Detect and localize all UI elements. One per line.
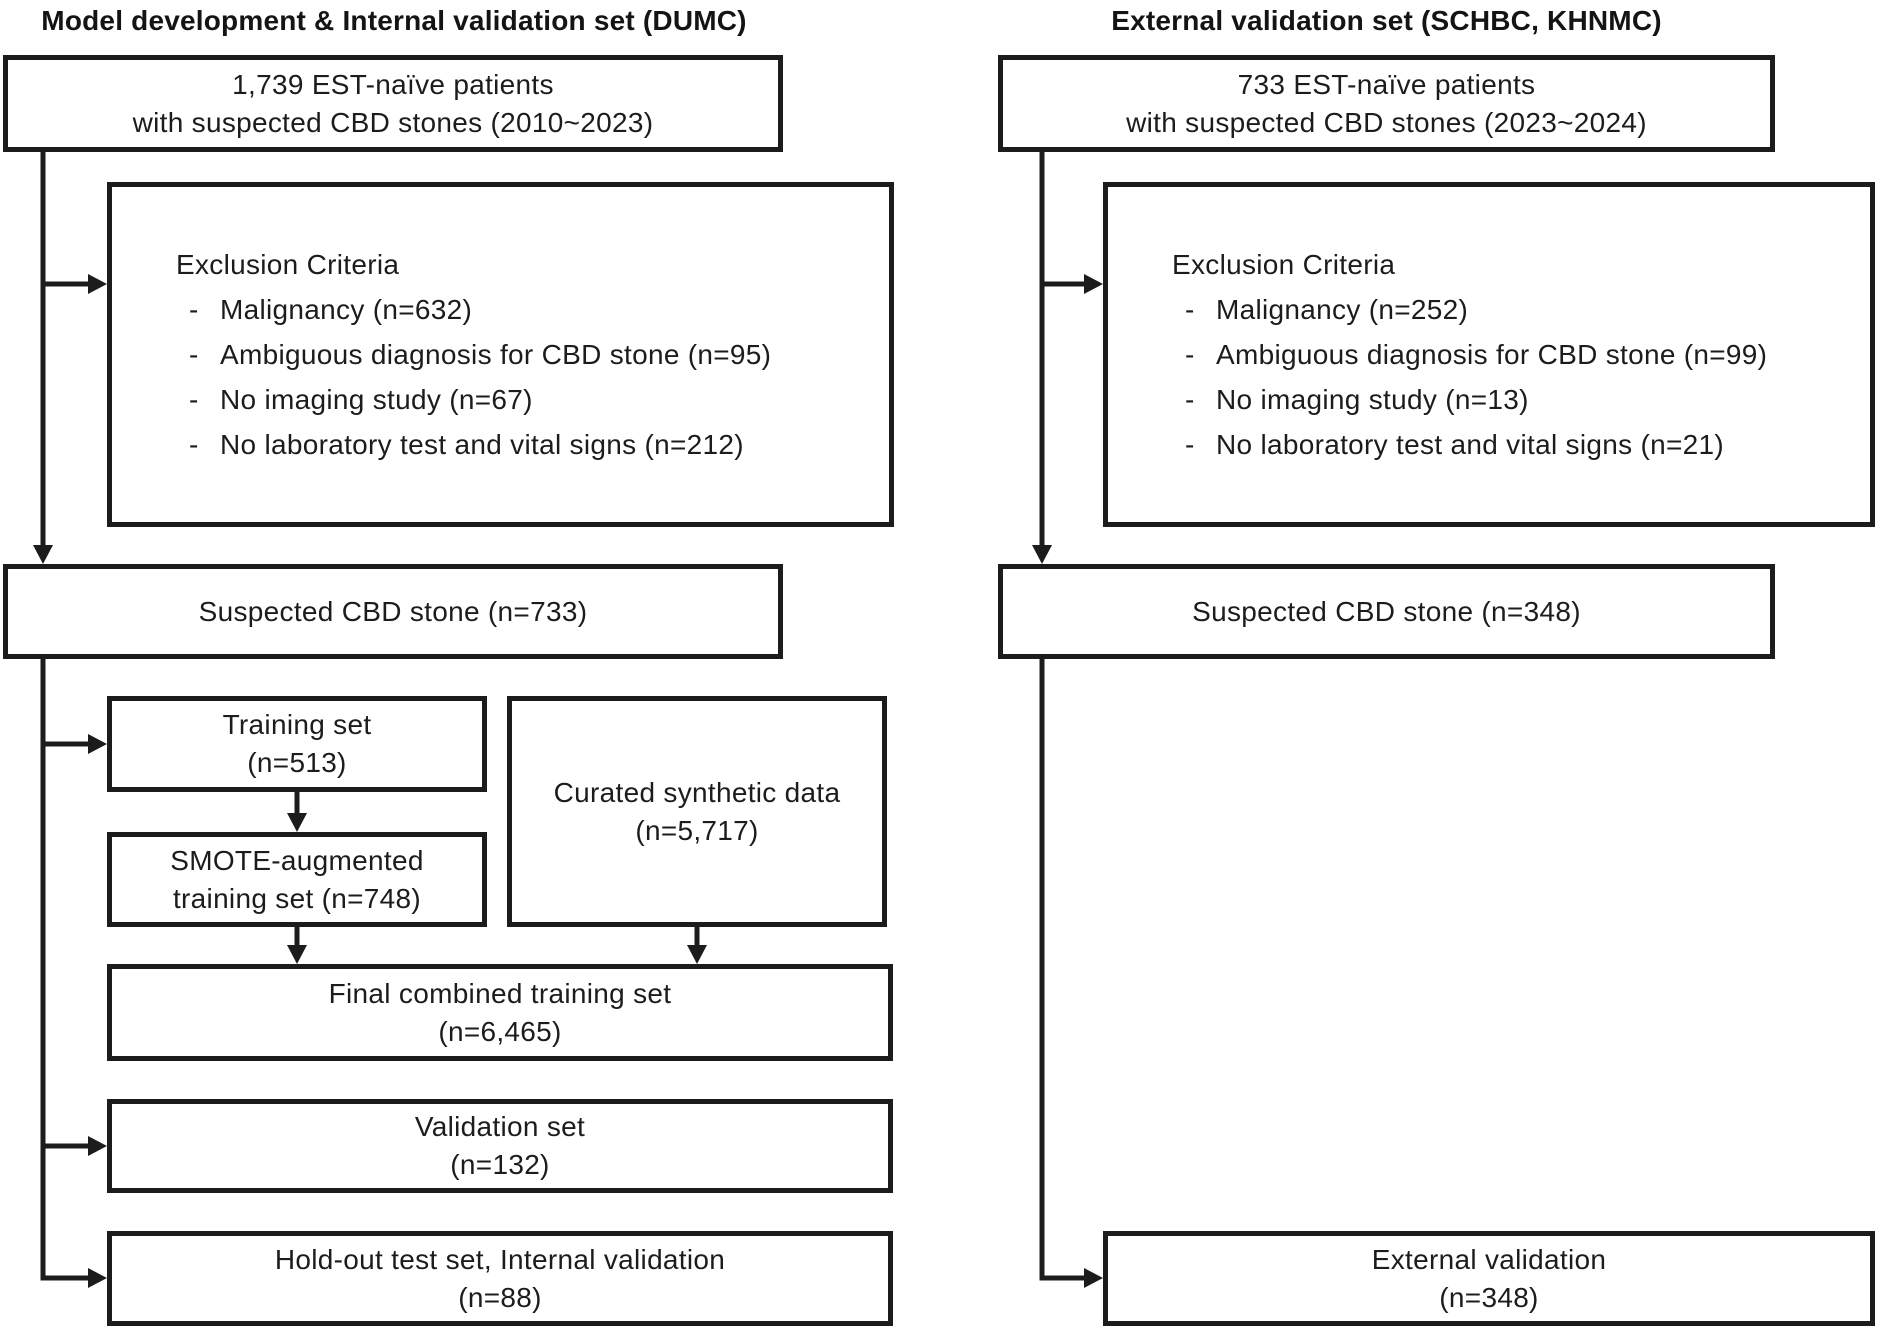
dumc-source-box: 1,739 EST-naïve patients with suspected … <box>3 55 783 152</box>
holdout-test-box: Hold-out test set, Internal validation (… <box>107 1231 893 1326</box>
arrow-to-validation-set <box>41 1136 107 1156</box>
synthetic-line-2: (n=5,717) <box>635 814 759 846</box>
external-exclusion-item-text: Ambiguous diagnosis for CBD stone (n=99) <box>1216 339 1768 370</box>
smote-training-box: SMOTE-augmented training set (n=748) <box>107 832 487 927</box>
dumc-exclusion-item-text: Malignancy (n=632) <box>220 294 473 325</box>
final-training-line-1: Final combined training set <box>328 977 672 1009</box>
dumc-exclusion-item-text: No imaging study (n=67) <box>220 384 533 415</box>
final-training-line-2: (n=6,465) <box>438 1015 562 1047</box>
external-source-line-1: 733 EST-naïve patients <box>1237 68 1536 100</box>
bullet-dash: - <box>189 294 199 325</box>
external-exclusion-item-text: No imaging study (n=13) <box>1216 384 1529 415</box>
dumc-exclusion-box: Exclusion Criteria - Malignancy (n=632) … <box>107 182 894 527</box>
bullet-dash: - <box>1185 339 1195 370</box>
dumc-exclusion-item: - Ambiguous diagnosis for CBD stone (n=9… <box>176 332 879 377</box>
bullet-dash: - <box>189 429 199 460</box>
training-set-line-2: (n=513) <box>247 747 347 778</box>
external-exclusion-item: - Malignancy (n=252) <box>1172 287 1860 332</box>
dumc-suspected-text: Suspected CBD stone (n=733) <box>198 595 588 627</box>
arrow-dumc-suspected-to-holdout <box>40 659 107 1288</box>
training-set-box: Training set (n=513) <box>107 696 487 792</box>
training-set-line-1: Training set <box>222 709 372 740</box>
arrow-smote-to-final <box>287 927 307 964</box>
external-exclusion-item-text: Malignancy (n=252) <box>1216 294 1469 325</box>
bullet-dash: - <box>1185 384 1195 415</box>
right-column-title: External validation set (SCHBC, KHNMC) <box>1111 5 1662 36</box>
external-suspected-box: Suspected CBD stone (n=348) <box>998 564 1775 659</box>
arrow-external-source-to-suspected <box>1032 152 1052 564</box>
external-source-line-2: with suspected CBD stones (2023~2024) <box>1126 106 1647 138</box>
arrow-dumc-source-to-suspected <box>33 152 53 564</box>
external-exclusion-item-text: No laboratory test and vital signs (n=21… <box>1216 429 1725 460</box>
dumc-exclusion-item-text: Ambiguous diagnosis for CBD stone (n=95) <box>220 339 772 370</box>
dumc-exclusion-item: - No imaging study (n=67) <box>176 377 879 422</box>
synthetic-data-box: Curated synthetic data (n=5,717) <box>507 696 887 927</box>
external-exclusion-item: - Ambiguous diagnosis for CBD stone (n=9… <box>1172 332 1860 377</box>
external-exclusion-item: - No laboratory test and vital signs (n=… <box>1172 422 1860 467</box>
arrow-dumc-to-exclusion <box>41 274 107 294</box>
validation-set-line-2: (n=132) <box>450 1149 550 1180</box>
arrow-training-to-smote <box>287 792 307 832</box>
dumc-exclusion-item-text: No laboratory test and vital signs (n=21… <box>220 429 744 460</box>
external-validation-box: External validation (n=348) <box>1103 1231 1875 1326</box>
dumc-exclusion-heading: Exclusion Criteria <box>176 249 400 280</box>
arrow-external-to-exclusion <box>1040 274 1103 294</box>
arrow-synthetic-to-final <box>687 927 707 964</box>
arrow-suspected-to-external-validation <box>1039 659 1103 1288</box>
final-training-box: Final combined training set (n=6,465) <box>107 964 893 1061</box>
bullet-dash: - <box>1185 294 1195 325</box>
smote-line-2: training set (n=748) <box>172 882 422 914</box>
external-exclusion-box: Exclusion Criteria - Malignancy (n=252) … <box>1103 182 1875 527</box>
bullet-dash: - <box>189 339 199 370</box>
synthetic-line-1: Curated synthetic data <box>553 776 841 808</box>
dumc-source-line-1: 1,739 EST-naïve patients <box>232 68 554 100</box>
holdout-line-2: (n=88) <box>458 1281 542 1313</box>
external-exclusion-item: - No imaging study (n=13) <box>1172 377 1860 422</box>
external-exclusion-heading: Exclusion Criteria <box>1172 249 1396 280</box>
validation-set-box: Validation set (n=132) <box>107 1099 893 1193</box>
bullet-dash: - <box>189 384 199 415</box>
bullet-dash: - <box>1185 429 1195 460</box>
external-validation-line-1: External validation <box>1371 1243 1607 1275</box>
arrow-to-training-set <box>41 734 107 754</box>
holdout-line-1: Hold-out test set, Internal validation <box>274 1243 726 1275</box>
dumc-suspected-box: Suspected CBD stone (n=733) <box>3 564 783 659</box>
validation-set-line-1: Validation set <box>414 1111 586 1142</box>
dumc-exclusion-item: - No laboratory test and vital signs (n=… <box>176 422 879 467</box>
external-source-box: 733 EST-naïve patients with suspected CB… <box>998 55 1775 152</box>
smote-line-1: SMOTE-augmented <box>170 844 424 876</box>
external-suspected-text: Suspected CBD stone (n=348) <box>1192 595 1581 627</box>
left-column-title: Model development & Internal validation … <box>41 5 747 36</box>
dumc-exclusion-item: - Malignancy (n=632) <box>176 287 879 332</box>
dumc-source-line-2: with suspected CBD stones (2010~2023) <box>132 106 654 138</box>
external-validation-line-2: (n=348) <box>1439 1281 1539 1313</box>
